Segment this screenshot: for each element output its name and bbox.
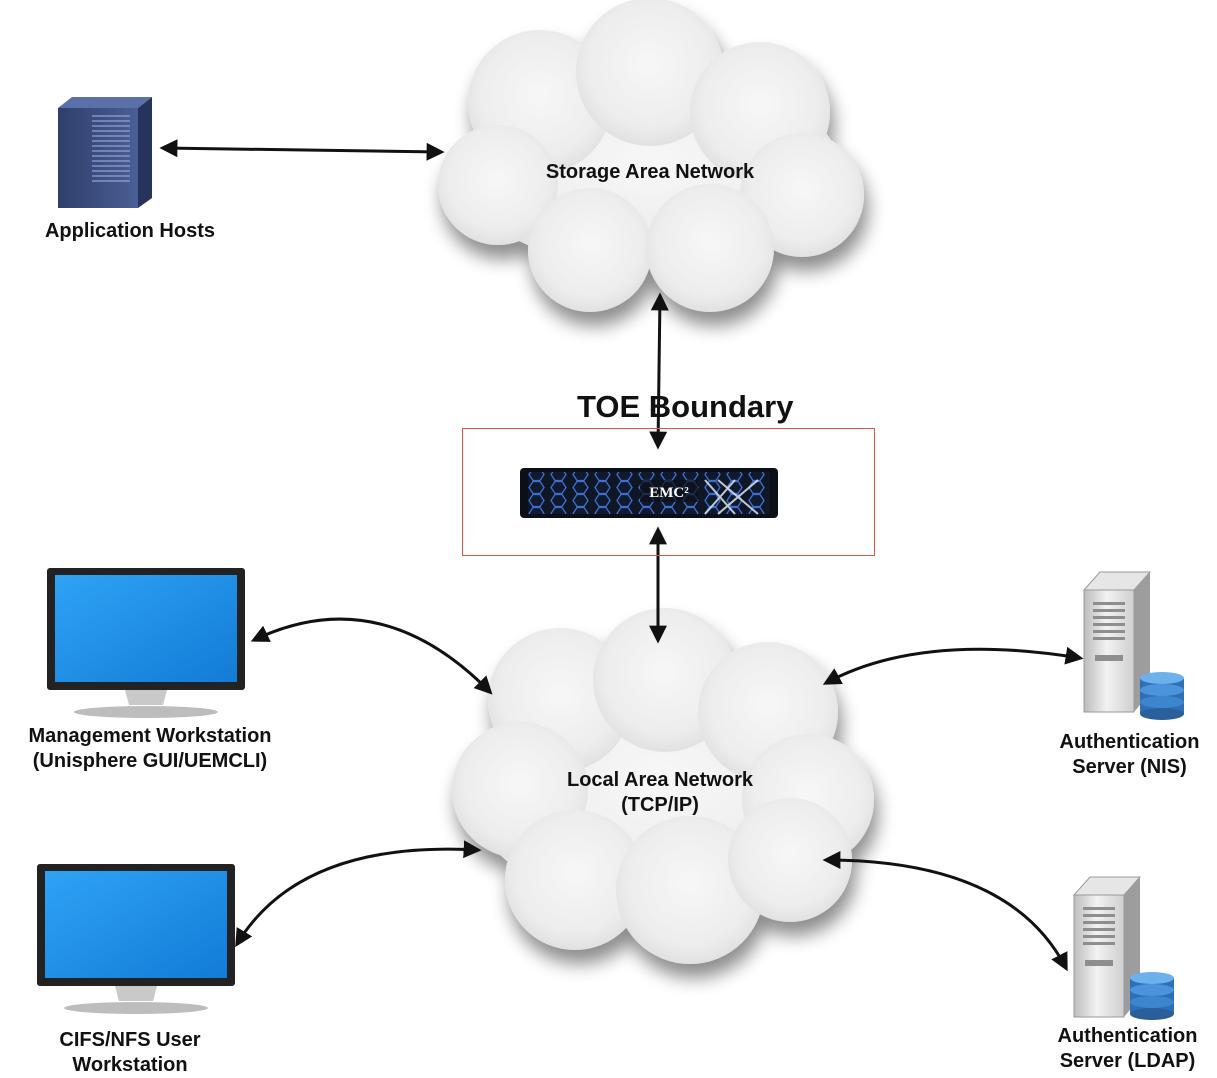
- user-workstation-label: CIFS/NFS User Workstation: [59, 1029, 201, 1076]
- nis-server-icon: [1082, 571, 1184, 720]
- management-workstation-to-lan-arrow: [250, 617, 493, 695]
- storage-area-network-cloud: [438, 0, 864, 312]
- app-hosts-to-san-arrow: [159, 139, 445, 161]
- ldap-server-icon: [1072, 876, 1174, 1020]
- auth-server-nis-label: Authentication Server (NIS): [1059, 731, 1200, 778]
- user-workstation-to-lan-arrow: [235, 840, 482, 948]
- emc-storage-array-icon: EMC²: [520, 468, 778, 518]
- management-workstation-label: Management Workstation (Unisphere GUI/UE…: [28, 725, 272, 772]
- user-workstation-monitor-icon: [37, 864, 235, 1014]
- lan-to-ldap-server-arrow: [822, 851, 1068, 972]
- lan-to-nis-server-arrow: [822, 646, 1084, 685]
- application-hosts-label: Application Hosts: [44, 220, 215, 242]
- ldap-database-icon: [1130, 972, 1174, 1020]
- local-area-network-label: Local Area Network (TCP/IP): [567, 769, 753, 816]
- auth-server-ldap-label: Authentication Server (LDAP): [1057, 1025, 1198, 1072]
- emc-logo: EMC²: [649, 485, 689, 501]
- application-host-icon: [58, 97, 152, 208]
- san-to-storage-array-arrow: [649, 292, 669, 450]
- local-area-network-cloud: [452, 608, 874, 964]
- connectors: [159, 139, 1084, 972]
- management-workstation-monitor-icon: [47, 568, 245, 718]
- toe-boundary-title: TOE Boundary: [577, 389, 794, 424]
- nis-database-icon: [1140, 672, 1184, 720]
- storage-area-network-label: Storage Area Network: [545, 161, 755, 183]
- toe-boundary-box: [462, 428, 875, 556]
